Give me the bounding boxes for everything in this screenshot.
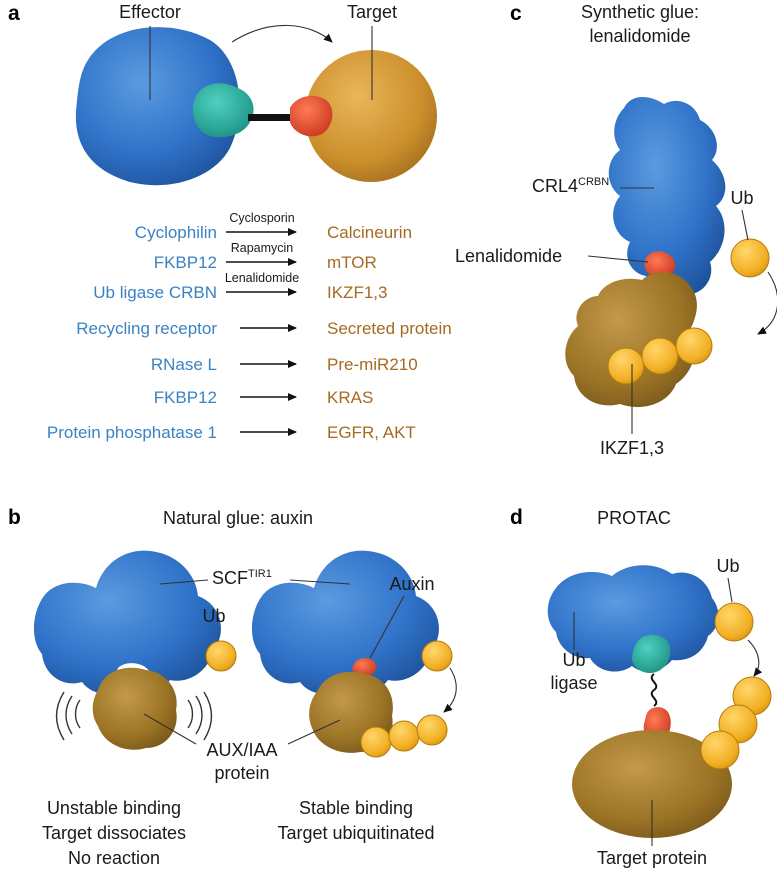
pair-target: IKZF1,3: [327, 283, 387, 302]
right-caption-line1: Stable binding: [299, 798, 413, 818]
effector-shape: [75, 27, 240, 186]
ub-ligase-shape: [547, 565, 719, 672]
panel-d-letter: d: [510, 506, 523, 529]
panel-d-title: PROTAC: [597, 508, 671, 528]
scf-leader-left: [159, 579, 209, 585]
pair-target: KRAS: [327, 388, 373, 407]
ubiquitin-icon: [360, 726, 392, 758]
pair-effector: Ub ligase CRBN: [93, 283, 217, 302]
ubiquitin-icon: [700, 730, 740, 770]
auxin-leader: [369, 595, 405, 659]
panel-b-title: Natural glue: auxin: [163, 508, 313, 528]
panel-b-ub-label: Ub: [202, 606, 225, 626]
aux-iaa-leader-left: [143, 713, 197, 745]
target-shape: [305, 50, 437, 182]
ligase-ligand-shape: [632, 634, 671, 674]
ubiquitin-icon: [730, 238, 770, 278]
crl4-label-main: CRL4: [532, 176, 578, 196]
effector-to-target-arrow: [231, 24, 333, 43]
lenalidomide-label: Lenalidomide: [455, 246, 562, 266]
ubiquitin-icon: [675, 327, 713, 365]
ubiquitin-transfer-arrow: [757, 271, 777, 335]
panel-c-ub-label: Ub: [730, 188, 753, 208]
pair-row: Protein phosphatase 1 EGFR, AKT: [47, 423, 416, 442]
panel-c-title-line2: lenalidomide: [589, 26, 690, 46]
scf-label-main: SCF: [212, 568, 248, 588]
aux-iaa-label-line1: AUX/IAA: [206, 740, 277, 760]
pair-target: Pre-miR210: [327, 355, 418, 374]
ubiquitin-transfer-arrow: [443, 667, 457, 713]
ub-ligase-label-line1: Ub: [562, 650, 585, 670]
auxin-shape: [352, 658, 377, 677]
ubiquitin-icon: [388, 720, 420, 752]
panel-c-ub-leader: [741, 209, 749, 241]
ubiquitin-icon: [416, 714, 448, 746]
pair-effector: RNase L: [151, 355, 217, 374]
left-caption-line1: Unstable binding: [47, 798, 181, 818]
effector-ligand-shape: [192, 83, 254, 138]
pair-list: Cyclophilin Cyclosporin Calcineurin FKBP…: [47, 211, 452, 442]
aux-iaa-label-line2: protein: [214, 763, 269, 783]
ubiquitin-icon: [421, 640, 453, 672]
pair-target: Calcineurin: [327, 223, 412, 242]
pair-effector: Cyclophilin: [135, 223, 217, 242]
panel-b-letter: b: [8, 506, 21, 529]
pair-drug: Rapamycin: [231, 241, 294, 255]
pair-drug: Cyclosporin: [229, 211, 294, 225]
target-protein-label: Target protein: [597, 848, 707, 868]
pair-row: RNase L Pre-miR210: [151, 355, 418, 374]
pair-effector: Protein phosphatase 1: [47, 423, 217, 442]
effector-label: Effector: [119, 2, 181, 22]
auxin-label: Auxin: [389, 574, 434, 594]
protac-linker: [650, 673, 658, 707]
target-protein-shape: [572, 730, 732, 838]
ikzf-label: IKZF1,3: [600, 438, 664, 458]
pair-target: mTOR: [327, 253, 377, 272]
left-caption-line2: Target dissociates: [42, 823, 186, 843]
ligand-linker: [248, 114, 294, 121]
target-label: Target: [347, 2, 397, 22]
ubiquitin-transfer-arrow: [747, 639, 763, 677]
panel-c-title-line1: Synthetic glue:: [581, 2, 699, 22]
crl4-complex-shape: [608, 97, 726, 297]
aux-iaa-shape-left: [92, 667, 177, 750]
lenalidomide-leader: [587, 255, 649, 263]
pair-target: EGFR, AKT: [327, 423, 416, 442]
ubiquitin-icon: [714, 602, 754, 642]
vibration-icon: [55, 691, 213, 741]
crl4-label-sup: CRBN: [578, 176, 609, 188]
pair-row: Recycling receptor Secreted protein: [76, 319, 452, 338]
pair-effector: FKBP12: [154, 253, 217, 272]
ub-ligase-label-line2: ligase: [550, 673, 597, 693]
pair-row: FKBP12 Rapamycin mTOR: [154, 241, 377, 272]
scf-label: SCFTIR1: [212, 568, 272, 588]
pair-effector: FKBP12: [154, 388, 217, 407]
panel-a-letter: a: [8, 2, 20, 25]
pair-effector: Recycling receptor: [76, 319, 217, 338]
right-caption-line2: Target ubiquitinated: [277, 823, 434, 843]
scf-complex-shape-left: [33, 550, 221, 694]
ubiquitin-icon: [607, 347, 645, 385]
aux-iaa-leader-right: [287, 719, 341, 745]
pair-row: Cyclophilin Cyclosporin Calcineurin: [135, 211, 412, 242]
lenalidomide-shape: [644, 251, 676, 279]
pair-drug: Lenalidomide: [225, 271, 299, 285]
pair-row: FKBP12 KRAS: [154, 388, 374, 407]
pair-target: Secreted protein: [327, 319, 452, 338]
pair-row: Ub ligase CRBN Lenalidomide IKZF1,3: [93, 271, 387, 302]
panel-d-ub-leader: [727, 577, 733, 603]
target-ligand-shape: [290, 95, 333, 137]
left-caption-line3: No reaction: [68, 848, 160, 868]
crl4-label: CRL4CRBN: [532, 176, 609, 196]
ubiquitin-icon: [641, 337, 679, 375]
scf-complex-shape-right: [251, 550, 439, 694]
scf-label-sup: TIR1: [248, 568, 272, 580]
scf-leader-right: [289, 579, 351, 585]
panel-c-letter: c: [510, 2, 522, 25]
panel-d-ub-label: Ub: [716, 556, 739, 576]
ubiquitin-icon: [205, 640, 237, 672]
